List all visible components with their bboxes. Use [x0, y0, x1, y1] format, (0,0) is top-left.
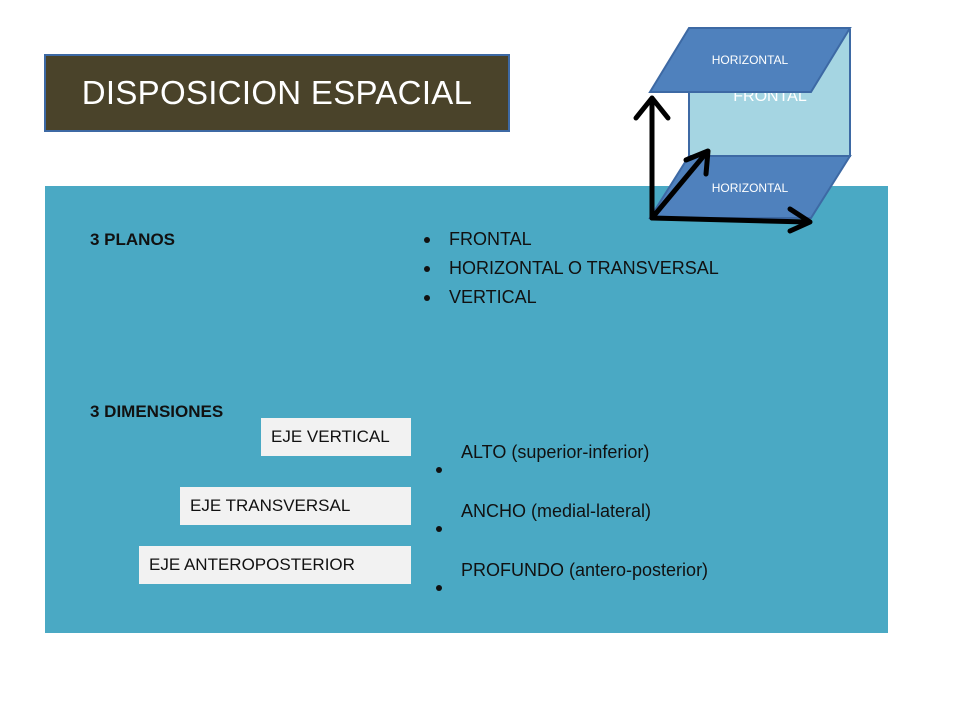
axis-box-anteroposterior: EJE ANTEROPOSTERIOR — [139, 546, 411, 584]
anteroposterior-axis-arrowhead — [683, 148, 711, 177]
dimensions-list: ALTO (superior-inferior) ANCHO (medial-l… — [432, 440, 708, 617]
axis-box-vertical: EJE VERTICAL — [261, 418, 411, 456]
transversal-axis-arrow — [649, 215, 811, 225]
top-horizontal-face — [648, 27, 852, 93]
vertical-axis-arrowhead — [633, 95, 671, 121]
planes-list: FRONTAL HORIZONTAL O TRANSVERSAL VERTICA… — [420, 225, 719, 312]
transversal-axis-arrowhead — [787, 206, 813, 234]
dimension-item-ancho: ANCHO (medial-lateral) — [432, 499, 708, 558]
dimension-item-alto: ALTO (superior-inferior) — [432, 440, 708, 499]
anteroposterior-axis-arrow — [649, 149, 710, 221]
planes-heading: 3 PLANOS — [90, 230, 176, 249]
plane-item-horizontal: HORIZONTAL O TRANSVERSAL — [420, 254, 719, 283]
axis-box-transversal: EJE TRANSVERSAL — [180, 487, 411, 525]
dimensions-heading: 3 DIMENSIONES — [90, 402, 224, 421]
bottom-horizontal-face — [648, 155, 852, 219]
dimension-item-profundo: PROFUNDO (antero-posterior) — [432, 558, 708, 617]
plane-item-frontal: FRONTAL — [420, 225, 719, 254]
top-horizontal-face-label: HORIZONTAL — [712, 53, 789, 67]
bottom-horizontal-face-label: HORIZONTAL — [712, 181, 789, 195]
page-title: DISPOSICION ESPACIAL — [44, 54, 510, 132]
plane-item-vertical: VERTICAL — [420, 283, 719, 312]
